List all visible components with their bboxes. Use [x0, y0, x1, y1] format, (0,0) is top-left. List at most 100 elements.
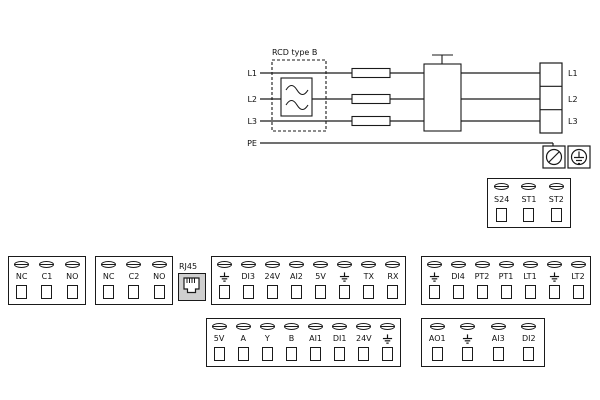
label-l1-in: L1 [247, 69, 257, 78]
terminal-label: C2 [128, 272, 140, 281]
wire-hole-icon [500, 285, 512, 299]
terminal: ST1 [515, 179, 542, 227]
terminal: Y [255, 319, 279, 366]
terminal-label: AO1 [428, 334, 446, 343]
wire-hole-icon [16, 285, 28, 299]
terminal-label: DI4 [451, 272, 465, 281]
ground-icon [463, 333, 473, 344]
terminal-label: DI3 [241, 272, 255, 281]
label-l3-in: L3 [247, 117, 257, 126]
wire-hole-icon [572, 285, 584, 299]
terminal-label: S24 [494, 194, 510, 204]
screw-icon [288, 261, 304, 268]
rcd-device-icon [280, 77, 313, 117]
terminal: C2 [121, 257, 146, 304]
terminal-label: AI2 [289, 272, 303, 281]
terminal [542, 257, 566, 304]
terminal: DI2 [514, 319, 545, 366]
terminal: 5V [207, 319, 231, 366]
wire-hole-icon [213, 347, 225, 361]
terminal-label: LT2 [571, 272, 585, 281]
terminal-label: TX [363, 272, 374, 281]
terminal: B [279, 319, 303, 366]
fuse-icons [351, 67, 391, 127]
ground-icon [429, 271, 439, 282]
terminal-label: Y [264, 334, 270, 343]
terminal: TX [357, 257, 381, 304]
screw-icon [380, 323, 396, 330]
ground-icon [340, 271, 350, 282]
screw-icon [151, 261, 167, 268]
wire-hole-icon [523, 347, 535, 361]
wire-hole-icon [492, 347, 504, 361]
terminal-block-io-4: AO1 AI3 DI2 [421, 318, 545, 367]
terminal: 5V [309, 257, 333, 304]
terminal-label: LT1 [523, 272, 537, 281]
wire-hole-icon [358, 347, 370, 361]
screw-icon [313, 261, 329, 268]
label-l1-out: L1 [568, 69, 578, 78]
wire-hole-icon [431, 347, 443, 361]
screw-icon [490, 323, 506, 330]
terminal: PT1 [494, 257, 518, 304]
wire-hole-icon [452, 285, 464, 299]
terminal-label: AI3 [491, 334, 505, 343]
screw-icon [216, 261, 232, 268]
rcd-dashed-box [271, 59, 327, 132]
wire-hole-icon [334, 347, 346, 361]
screw-icon [426, 261, 442, 268]
terminal: LT2 [566, 257, 590, 304]
wire-hole-icon [290, 285, 302, 299]
screw-icon [101, 261, 117, 268]
terminal-label: 24V [264, 272, 281, 281]
screw-icon [64, 261, 80, 268]
screw-icon [259, 323, 275, 330]
ground-symbol [339, 271, 350, 282]
terminal: 24V [352, 319, 376, 366]
terminal-label: 5V [315, 272, 326, 281]
ground-symbol [462, 333, 473, 344]
wire-hole-icon [524, 285, 536, 299]
rj45-label: RJ45 [179, 262, 198, 271]
wire-hole-icon [218, 285, 230, 299]
ground-symbol [429, 271, 440, 282]
screw-icon [521, 183, 537, 190]
terminal: LT1 [518, 257, 542, 304]
screw-icon [522, 261, 538, 268]
screw-icon [264, 261, 280, 268]
wire-hole-icon [496, 208, 508, 222]
terminal [333, 257, 357, 304]
terminal-label: PT2 [474, 272, 490, 281]
terminal-label: DI2 [521, 334, 536, 343]
terminal-label: A [240, 334, 246, 343]
screw-icon [126, 261, 142, 268]
screw-icon [429, 323, 445, 330]
screw-icon [521, 323, 537, 330]
wire-hole-icon [363, 285, 375, 299]
wire-hole-icon [382, 347, 394, 361]
screw-icon [474, 261, 490, 268]
terminal-label: PT1 [498, 272, 514, 281]
mains-terminal-block [539, 62, 563, 134]
terminal: RX [381, 257, 405, 304]
terminal-label: 5V [213, 334, 225, 343]
terminal [212, 257, 236, 304]
ground-symbol [219, 271, 230, 282]
terminal: DI3 [236, 257, 260, 304]
terminal: ST2 [543, 179, 570, 227]
wire-hole-icon [153, 285, 165, 299]
terminal-block-io-2: DI4 PT2 PT1 LT1 LT2 [421, 256, 591, 305]
wire-hole-icon [266, 285, 278, 299]
screw-icon [498, 261, 514, 268]
terminal: AO1 [422, 319, 453, 366]
screw-icon [14, 261, 30, 268]
terminal: A [231, 319, 255, 366]
wire-hole-icon [242, 285, 254, 299]
screw-icon [570, 261, 586, 268]
wire-hole-icon [41, 285, 53, 299]
terminal-label: RX [387, 272, 399, 281]
label-l3-out: L3 [568, 117, 578, 126]
wire-hole-icon [428, 285, 440, 299]
